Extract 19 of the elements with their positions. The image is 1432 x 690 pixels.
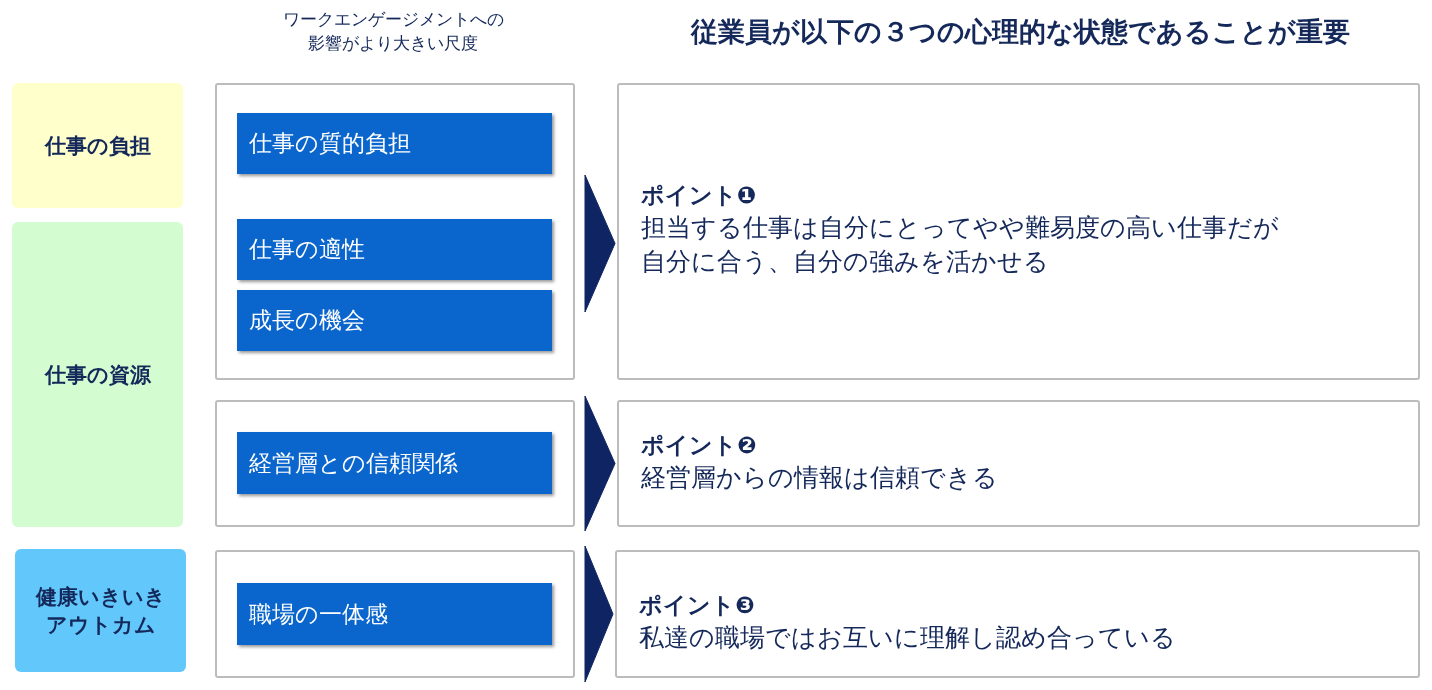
group-box (215, 83, 575, 380)
group-box (215, 400, 575, 527)
column-heading: ワークエンゲージメントへの影響がより大きい尺度 (281, 8, 505, 55)
point-box: ポイント❶ 担当する仕事は自分にとってやや難易度の高い仕事だが自分に合う、自分の強みを活かせる (617, 83, 1420, 380)
scale-box: 経営層との信頼関係 (237, 432, 552, 494)
scale-box: 仕事の適性 (237, 219, 552, 280)
category-box: 仕事の資源 (12, 222, 183, 527)
chevron-arrow (584, 395, 616, 532)
scale-box: 仕事の質的負担 (237, 113, 552, 174)
category-box: 仕事の負担 (12, 83, 183, 208)
group-box (215, 550, 575, 678)
scale-box: 成長の機会 (237, 290, 552, 351)
point-box: ポイント❷ 経営層からの情報は信頼できる (617, 400, 1420, 527)
category-box: 健康いきいきアウトカム (15, 549, 186, 672)
chevron-arrow (584, 174, 616, 313)
heading: 従業員が以下の３つの心理的な状態であることが重要 (689, 15, 1351, 49)
chevron-arrow (584, 545, 614, 683)
scale-box: 職場の一体感 (237, 583, 552, 645)
point-box: ポイント❸ 私達の職場ではお互いに理解し認め合っている (615, 550, 1420, 678)
